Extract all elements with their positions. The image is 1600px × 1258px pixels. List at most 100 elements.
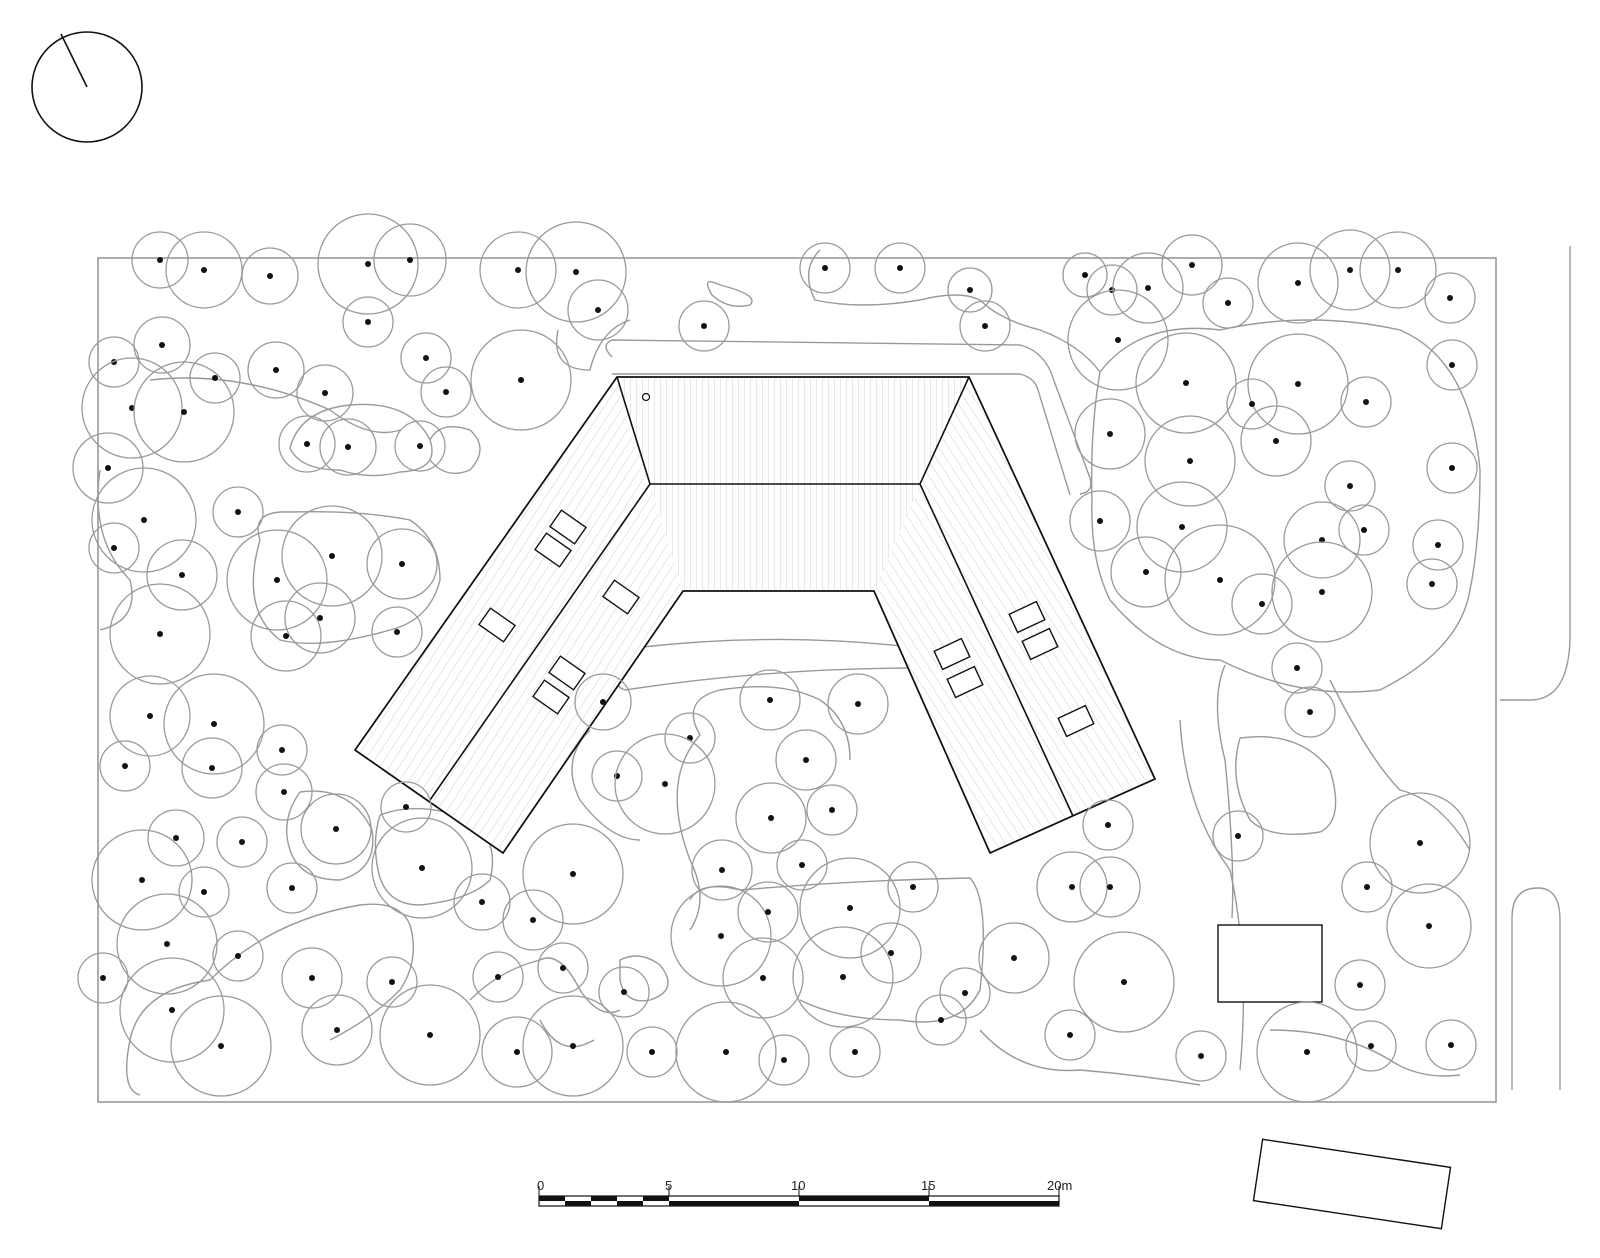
tree-canopy xyxy=(109,675,191,757)
trees-layer xyxy=(72,213,1478,1103)
tree-canopy xyxy=(366,528,438,600)
tree-canopy xyxy=(1073,931,1175,1033)
tree-trunk xyxy=(1187,458,1193,464)
tree-canopy xyxy=(525,221,627,323)
tree-canopy xyxy=(1067,289,1169,391)
tree-trunk xyxy=(803,757,809,763)
tree-trunk xyxy=(1235,833,1241,839)
tree-canopy xyxy=(371,606,423,658)
skylight xyxy=(549,509,587,545)
tree-trunk xyxy=(962,990,968,996)
tree-trunk xyxy=(518,377,524,383)
tree-canopy xyxy=(1341,861,1393,913)
tree-trunk xyxy=(345,444,351,450)
tree-canopy xyxy=(1202,277,1254,329)
tree-trunk xyxy=(855,701,861,707)
tree-trunk xyxy=(515,267,521,273)
tree-trunk xyxy=(179,572,185,578)
tree-trunk xyxy=(1307,709,1313,715)
skylight xyxy=(933,637,971,671)
tree-canopy xyxy=(470,329,572,431)
tree-trunk xyxy=(1011,955,1017,961)
tree-trunk xyxy=(322,390,328,396)
tree-canopy xyxy=(567,279,629,341)
tree-trunk xyxy=(100,975,106,981)
tree-trunk xyxy=(1429,581,1435,587)
tree-trunk xyxy=(662,781,668,787)
tree-canopy xyxy=(1257,242,1339,324)
tree-trunk xyxy=(394,629,400,635)
outbuilding-garage xyxy=(1252,1138,1452,1230)
tree-trunk xyxy=(1225,300,1231,306)
tree-canopy xyxy=(241,247,299,305)
tree-trunk xyxy=(1273,438,1279,444)
tree-canopy xyxy=(1136,481,1228,573)
tree-trunk xyxy=(1183,380,1189,386)
tree-canopy xyxy=(1112,252,1184,324)
tree-trunk xyxy=(1082,272,1088,278)
tree-canopy xyxy=(81,357,183,459)
tree-canopy xyxy=(670,885,772,987)
tree-canopy xyxy=(1338,504,1390,556)
tree-canopy xyxy=(91,467,197,573)
tree-canopy xyxy=(1044,1009,1096,1061)
tree-trunk xyxy=(283,633,289,639)
tree-trunk xyxy=(1143,569,1149,575)
tree-canopy xyxy=(1074,398,1146,470)
tree-canopy xyxy=(691,839,753,901)
skylight xyxy=(534,532,572,568)
tree-canopy xyxy=(1359,231,1437,309)
tree-canopy xyxy=(915,994,967,1046)
skylight xyxy=(1021,627,1059,661)
tree-canopy xyxy=(1386,883,1472,969)
tree-trunk xyxy=(781,1057,787,1063)
tree-trunk xyxy=(723,1049,729,1055)
tree-trunk xyxy=(281,789,287,795)
scale-label-20m: 20m xyxy=(1047,1178,1072,1193)
tree-trunk xyxy=(105,465,111,471)
skylight xyxy=(532,679,570,715)
tree-trunk xyxy=(649,1049,655,1055)
tree-trunk xyxy=(1447,295,1453,301)
tree-trunk xyxy=(201,267,207,273)
skylight xyxy=(602,579,640,615)
tree-canopy xyxy=(806,784,858,836)
site-boundary xyxy=(97,257,1497,1103)
outbuilding-shed xyxy=(1217,924,1323,1003)
tree-trunk xyxy=(399,561,405,567)
tree-canopy xyxy=(256,724,308,776)
tree-canopy xyxy=(1424,272,1476,324)
tree-trunk xyxy=(235,953,241,959)
tree-canopy xyxy=(479,231,557,309)
tree-canopy xyxy=(947,267,993,313)
tree-trunk xyxy=(1198,1053,1204,1059)
tree-canopy xyxy=(887,861,939,913)
tree-trunk xyxy=(822,265,828,271)
scale-label-5: 5 xyxy=(665,1178,672,1193)
tree-canopy xyxy=(1212,810,1264,862)
tree-canopy xyxy=(1164,524,1276,636)
tree-trunk xyxy=(1368,1043,1374,1049)
tree-canopy xyxy=(284,582,356,654)
tree-trunk xyxy=(309,975,315,981)
tree-trunk xyxy=(173,835,179,841)
tree-trunk xyxy=(1448,1042,1454,1048)
north-arrow-icon xyxy=(31,31,143,143)
tree-trunk xyxy=(570,1043,576,1049)
tree-canopy xyxy=(758,1034,810,1086)
tree-canopy xyxy=(1231,573,1293,635)
tree-canopy xyxy=(1271,541,1373,643)
tree-canopy xyxy=(860,922,922,984)
tree-canopy xyxy=(591,750,643,802)
tree-trunk xyxy=(181,409,187,415)
tree-trunk xyxy=(1067,1032,1073,1038)
tree-trunk xyxy=(1319,589,1325,595)
tree-canopy xyxy=(1226,378,1278,430)
tree-trunk xyxy=(427,1032,433,1038)
tree-trunk xyxy=(573,269,579,275)
tree-canopy xyxy=(678,300,730,352)
tree-trunk xyxy=(514,1049,520,1055)
tree-canopy xyxy=(1283,501,1361,579)
skylights xyxy=(478,509,1095,738)
tree-canopy xyxy=(99,740,151,792)
